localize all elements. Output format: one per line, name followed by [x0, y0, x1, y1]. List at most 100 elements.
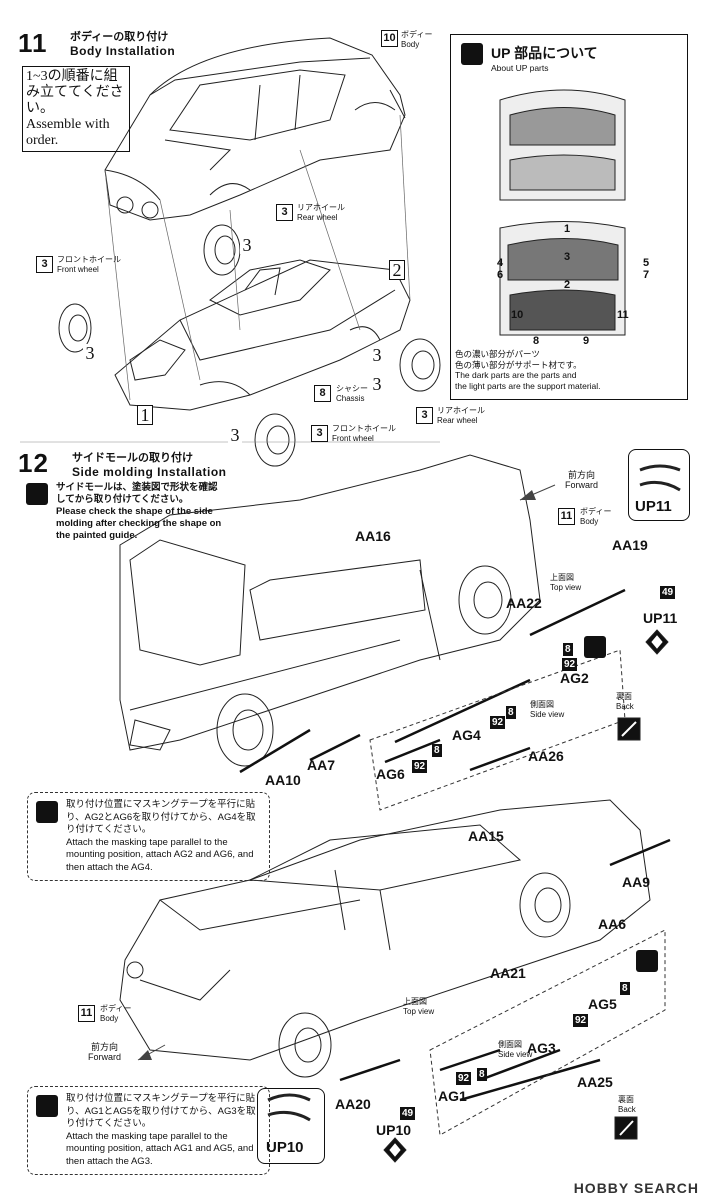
step11-number: 11 [18, 28, 48, 58]
color-8-a: 8 [563, 643, 573, 656]
up-parts-desc: 色の濃い部分がパーツ 色の薄い部分がサポート材です。 The dark part… [455, 349, 601, 391]
back-en: Back [616, 702, 634, 711]
rear-wheel-tag2-text: リアホイール Rear wheel [437, 406, 485, 426]
front-wheel-tag2-num: 3 [311, 425, 328, 442]
up-number-10: 10 [511, 309, 524, 321]
part-aa10: AA10 [265, 772, 301, 788]
color-92-d: 92 [573, 1014, 589, 1027]
part-ag5: AG5 [588, 996, 617, 1012]
part-up11: UP11 [643, 610, 678, 626]
top-view-en: Top view [550, 583, 582, 592]
part-aa15: AA15 [468, 828, 504, 844]
part-aa26: AA26 [528, 748, 564, 764]
step11-title-block: ボディーの取り付け Body Installation [70, 28, 175, 58]
lower-body-tag-en: Body [100, 1014, 119, 1023]
chassis-tag-text: シャシー Chassis [336, 384, 368, 404]
up-parts-title: UP 部品について About UP parts [491, 43, 598, 73]
side-view-lower-jp: 側面図 [498, 1040, 522, 1049]
side-view-lower-en: Side view [498, 1050, 533, 1059]
order-mark-3d: 3 [370, 375, 384, 393]
step12-title-jp: サイドモールの取り付け [72, 452, 193, 464]
lower-forward-jp: 前方向 [91, 1042, 119, 1052]
side-view-jp: 側面図 [530, 700, 554, 709]
note-upper-en: Attach the masking tape parallel to the … [66, 836, 254, 873]
chassis-tag-jp: シャシー [336, 384, 368, 393]
step11-title-jp: ボディーの取り付け [70, 31, 169, 43]
top-view-lower: 上面図 Top view [403, 997, 434, 1017]
back-label-lower: 裏面 Back [618, 1095, 636, 1115]
caution-wrench-icon [26, 483, 48, 505]
part-ag1: AG1 [438, 1088, 467, 1104]
lower-body-tag-jp: ボディー [100, 1004, 132, 1013]
assembly-lines [104, 114, 411, 401]
front-wheel-tag2-text: フロントホイール Front wheel [332, 424, 396, 444]
body-tag-jp: ボディー [401, 30, 433, 39]
part-ag2: AG2 [560, 670, 589, 686]
step12-caution-en: Please check the shape of the side moldi… [56, 506, 222, 541]
step12-title-en: Side molding Installation [72, 465, 227, 479]
step12-number: 12 [18, 448, 49, 478]
up-desc-en-2: the light parts are the support material… [455, 380, 601, 391]
part-aa7: AA7 [307, 757, 336, 773]
order-mark-1: 1 [137, 405, 153, 425]
top-view-lower-jp: 上面図 [403, 997, 427, 1006]
order-note-en: Assemble with order. [26, 117, 110, 148]
molding-strips [239, 588, 671, 1102]
rear-wheel-tag2-jp: リアホイール [437, 406, 485, 415]
color-92-c: 92 [412, 760, 428, 773]
up-number-3: 3 [564, 251, 571, 263]
caution-icon-upper [584, 636, 606, 658]
part-aa22: AA22 [506, 595, 542, 611]
forward-en: Forward [565, 480, 599, 490]
up-number-5: 5 [643, 257, 650, 269]
up-inset-shapes [267, 464, 681, 1122]
front-wheel-tag-jp: フロントホイール [57, 255, 121, 264]
rear-wheel-tag-num: 3 [276, 204, 293, 221]
part-aa9: AA9 [622, 874, 651, 890]
rear-wheel-tag-en: Rear wheel [297, 213, 338, 222]
part-aa20: AA20 [335, 1096, 371, 1112]
up10-inset: UP10 [257, 1088, 325, 1164]
step12-title-block: サイドモールの取り付け Side molding Installation [72, 449, 227, 479]
color-8-e: 8 [477, 1068, 487, 1081]
forward-label-lower: 前方向 Forward [88, 1042, 121, 1062]
up11-inset: UP11 [628, 449, 690, 521]
up-number-6: 6 [497, 269, 504, 281]
body-drawing-step12-upper [119, 454, 541, 767]
forward-jp: 前方向 [568, 470, 596, 480]
note-caution-icon-lower [36, 1095, 58, 1117]
front-wheel-tag-en: Front wheel [57, 265, 99, 274]
up-parts-drawing [499, 89, 626, 336]
top-view-lower-en: Top view [403, 1007, 435, 1016]
step12-body-tag-jp: ボディー [580, 507, 612, 516]
step11-title-en: Body Installation [70, 44, 176, 58]
watermark-logo: HOBBY SEARCH [573, 1180, 699, 1196]
part-aa6: AA6 [598, 916, 627, 932]
order-mark-3e: 3 [228, 426, 242, 444]
color-92-b: 92 [490, 716, 506, 729]
up-desc-en-1: The dark parts are the parts and [455, 370, 577, 380]
part-aa25: AA25 [577, 1074, 613, 1090]
body-tag-text: ボディー Body [401, 30, 432, 50]
part-ag4: AG4 [452, 727, 481, 743]
side-view-lower: 側面図 Side view [498, 1040, 532, 1060]
rear-wheel-tag-jp: リアホイール [297, 203, 345, 212]
color-49-a: 49 [660, 586, 676, 599]
body-tag-en: Body [401, 40, 420, 49]
step12-caution: サイドモールは、塗装図で形状を確認してから取り付けてください。 Please c… [56, 482, 226, 542]
wrench-icon [461, 43, 483, 65]
note-lower-jp: 取り付け位置にマスキングテープを平行に貼り、AG1とAG5を取り付けてから、AG… [66, 1093, 256, 1129]
part-ag6: AG6 [376, 766, 405, 782]
lower-forward-en: Forward [88, 1052, 122, 1062]
back-lower-en: Back [618, 1105, 636, 1114]
color-92-e: 92 [456, 1072, 472, 1085]
up-number-2: 2 [564, 279, 571, 291]
up-parts-title-jp: UP 部品について [491, 45, 598, 61]
body-drawing-step11 [104, 37, 406, 221]
body-drawing-step12-lower [119, 799, 651, 1078]
step12-body-tag-num: 11 [558, 508, 575, 525]
up-desc-jp-1: 色の濃い部分がパーツ [455, 349, 540, 359]
part-aa19: AA19 [612, 537, 648, 553]
part-aa16: AA16 [355, 528, 391, 544]
